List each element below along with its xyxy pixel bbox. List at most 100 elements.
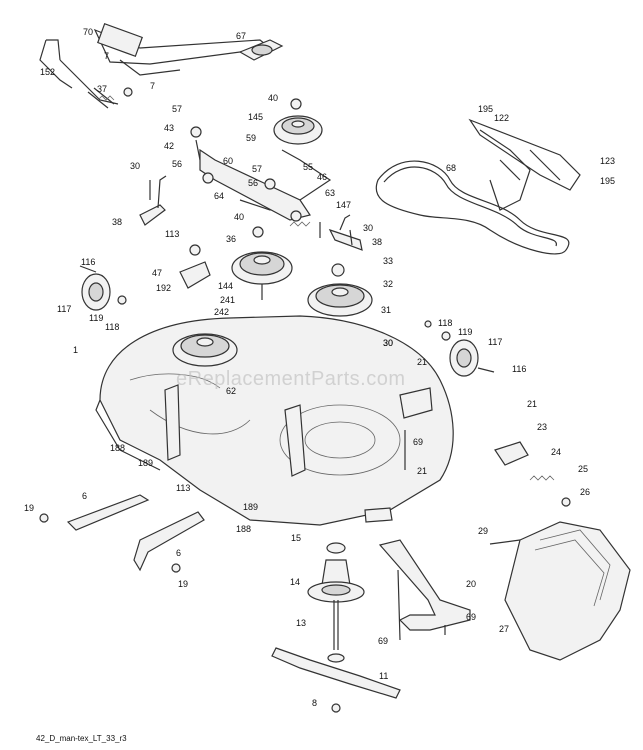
discharge-arm — [378, 539, 471, 631]
blade-spindle — [307, 542, 365, 663]
callout-42: 42 — [164, 141, 175, 151]
drive-belt — [375, 118, 581, 255]
callout-8: 8 — [312, 698, 318, 708]
callout-116-a: 116 — [81, 257, 96, 267]
deck-lift-handle — [238, 39, 284, 61]
callout-123: 123 — [600, 156, 616, 166]
lift-linkage — [39, 22, 272, 109]
callout-26: 26 — [580, 487, 591, 497]
callout-7-a: 7 — [104, 51, 110, 61]
callout-118-a: 118 — [105, 322, 120, 332]
callout-36: 36 — [226, 234, 237, 244]
callout-13: 13 — [296, 618, 307, 628]
callout-33: 33 — [383, 256, 394, 266]
callout-11: 11 — [379, 671, 389, 681]
callout-69-c: 69 — [378, 636, 389, 646]
callout-117-b: 117 — [488, 337, 503, 347]
callout-145: 145 — [248, 112, 264, 122]
callout-188-a: 188 — [110, 443, 126, 453]
callout-29: 29 — [478, 526, 489, 536]
callout-60: 60 — [223, 156, 234, 166]
callout-64: 64 — [214, 191, 225, 201]
callout-1: 1 — [73, 345, 79, 355]
callout-14: 14 — [290, 577, 301, 587]
callout-144: 144 — [218, 281, 234, 291]
callout-119-a: 119 — [89, 313, 104, 323]
callout-46: 46 — [317, 172, 328, 182]
callout-189-b: 189 — [243, 502, 259, 512]
callout-30-a: 30 — [130, 161, 141, 171]
mower-blade — [271, 647, 401, 713]
callout-62: 62 — [226, 386, 237, 396]
callout-241: 241 — [220, 295, 236, 305]
left-gauge-wheel — [79, 265, 127, 311]
callout-47: 47 — [152, 268, 163, 278]
hardware-bolts — [149, 180, 446, 641]
callout-20: 20 — [466, 579, 477, 589]
callout-122: 122 — [494, 113, 510, 123]
callout-56-b: 56 — [248, 178, 259, 188]
callout-43: 43 — [164, 123, 175, 133]
callout-69-b: 69 — [466, 612, 477, 622]
callout-15: 15 — [291, 533, 302, 543]
callout-119-b: 119 — [458, 327, 473, 337]
callout-113-b: 113 — [176, 483, 191, 493]
callout-57-b: 57 — [252, 164, 263, 174]
callout-32: 32 — [383, 279, 394, 289]
callout-67: 67 — [236, 31, 247, 41]
callout-113-a: 113 — [165, 229, 180, 239]
callout-70: 70 — [83, 27, 94, 37]
callout-6-a: 6 — [82, 491, 88, 501]
callout-195-b: 195 — [600, 176, 616, 186]
callout-38-a: 38 — [112, 217, 123, 227]
watermark-text: eReplacementParts.com — [176, 368, 406, 390]
callout-24: 24 — [551, 447, 562, 457]
callout-19-b: 19 — [178, 579, 189, 589]
callout-118-b: 118 — [438, 318, 453, 328]
callout-7-b: 7 — [150, 81, 156, 91]
idler-pulley-upper — [239, 98, 332, 211]
right-spindle-pulley — [307, 263, 373, 317]
callout-38-b: 38 — [372, 237, 383, 247]
callout-23: 23 — [537, 422, 548, 432]
callout-68: 68 — [446, 163, 457, 173]
discharge-chute — [489, 521, 631, 661]
callout-189-a: 189 — [138, 458, 154, 468]
front-baffle-left — [39, 494, 205, 573]
mower-deck-housing — [95, 315, 454, 526]
bracket-47 — [179, 244, 211, 289]
callout-152: 152 — [40, 67, 56, 77]
callout-59: 59 — [246, 133, 257, 143]
right-gauge-wheel — [424, 320, 495, 377]
right-deck-hanger — [328, 214, 363, 251]
deflector-bracket — [494, 441, 571, 507]
callout-242: 242 — [214, 307, 230, 317]
callout-188-b: 188 — [236, 524, 252, 534]
callout-30-c: 30 — [383, 338, 394, 348]
callout-40-a: 40 — [268, 93, 279, 103]
callout-21-a: 21 — [417, 357, 428, 367]
callout-57-a: 57 — [172, 104, 183, 114]
center-pulley — [231, 226, 293, 300]
callout-25: 25 — [578, 464, 589, 474]
callout-27: 27 — [499, 624, 510, 634]
callout-117-a: 117 — [57, 304, 72, 314]
callout-30-b: 30 — [363, 223, 374, 233]
callout-37: 37 — [97, 84, 108, 94]
left-deck-hanger — [139, 175, 167, 226]
callout-56-a: 56 — [172, 159, 183, 169]
idler-arm — [190, 126, 311, 227]
callout-6-b: 6 — [176, 548, 182, 558]
callout-19-a: 19 — [24, 503, 35, 513]
callout-30-d: 30 — [383, 338, 394, 348]
callout-192: 192 — [156, 283, 172, 293]
drawing-code: 42_D_man-tex_LT_33_r3 — [36, 734, 127, 743]
callout-31: 31 — [381, 305, 392, 315]
callout-147: 147 — [336, 200, 352, 210]
callout-69-a: 69 — [413, 437, 424, 447]
callout-21-c: 21 — [417, 466, 428, 476]
callout-116-b: 116 — [512, 364, 527, 374]
callout-55: 55 — [303, 162, 314, 172]
